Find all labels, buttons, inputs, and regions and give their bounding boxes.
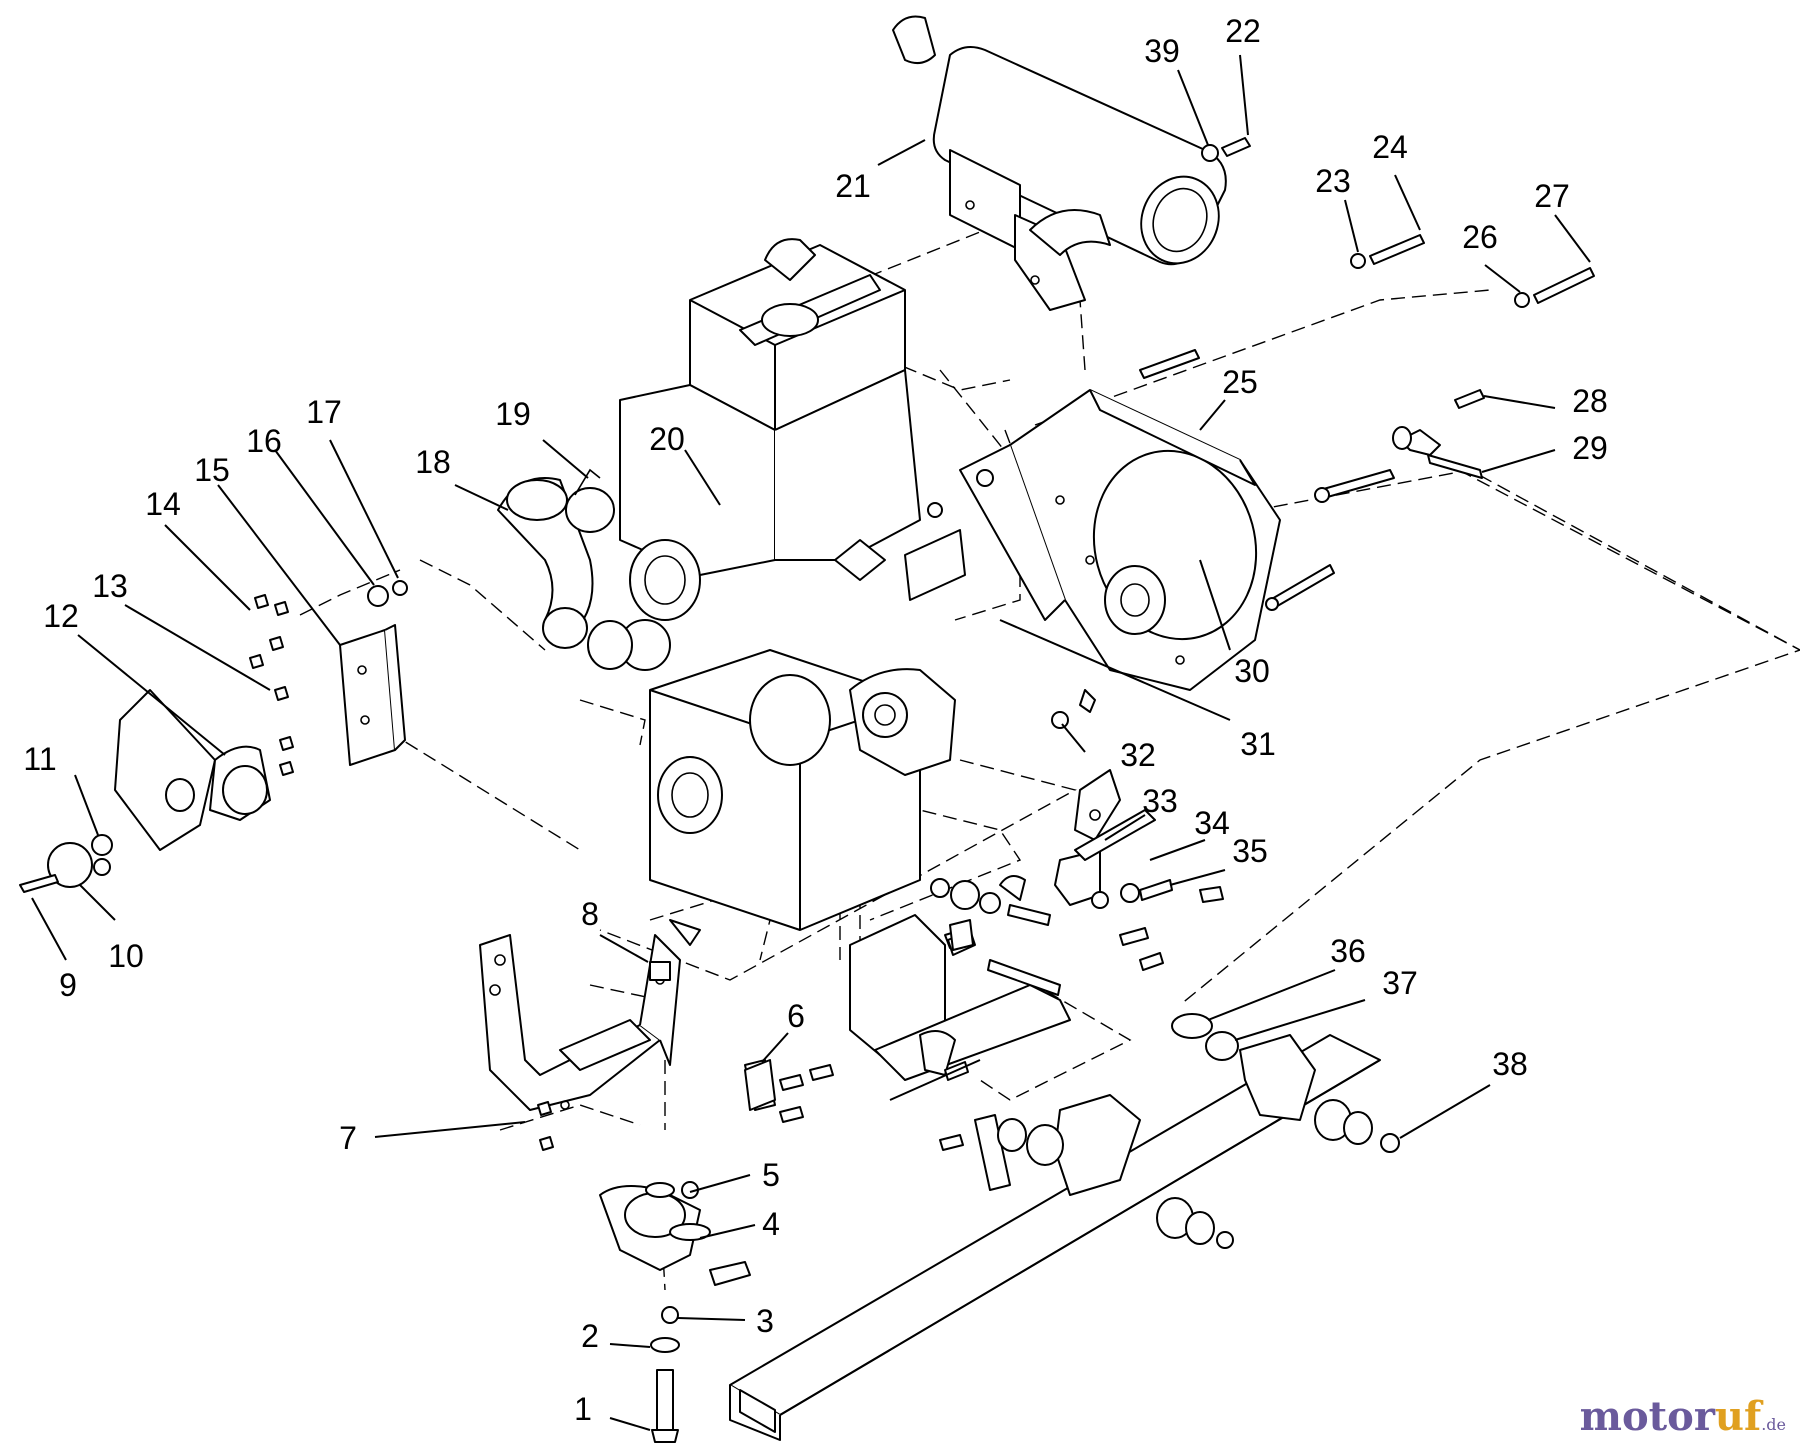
callout-10: 10 [108,938,144,974]
callout-16: 16 [246,423,282,459]
callout-9: 9 [59,967,77,1003]
callout-28: 28 [1572,383,1608,419]
callout-5: 5 [762,1157,780,1193]
watermark-logo: motoruf.de [1580,1393,1786,1440]
callout-18: 18 [415,444,451,480]
left-mount-hardware [19,580,408,893]
engine-block [619,238,966,946]
callout-36: 36 [1330,933,1366,969]
callout-3: 3 [756,1303,774,1339]
callout-17: 17 [306,394,342,430]
callout-26: 26 [1462,219,1498,255]
frame-rail [729,1013,1400,1441]
callout-38: 38 [1492,1046,1528,1082]
callout-30: 30 [1234,653,1270,689]
callout-8: 8 [581,896,599,932]
callout-19: 19 [495,396,531,432]
callout-31: 31 [1240,726,1276,762]
callout-2: 2 [581,1318,599,1354]
front-mount-bracket [479,934,776,1443]
air-hose-assembly [497,468,633,670]
callout-25: 25 [1222,364,1258,400]
callout-32: 32 [1120,737,1156,773]
callout-27: 27 [1534,178,1570,214]
callout-12: 12 [43,598,79,634]
right-side-hardware [927,137,1595,996]
callout-20: 20 [649,421,685,457]
watermark-part3: .de [1761,1415,1786,1434]
callout-6: 6 [787,998,805,1034]
callout-7: 7 [339,1120,357,1156]
flywheel-housing [959,389,1281,691]
callout-11: 11 [23,741,56,777]
callout-22: 22 [1225,13,1261,49]
callout-13: 13 [92,568,128,604]
callout-21: 21 [835,168,871,204]
leader-lines [31,54,1591,1431]
callout-14: 14 [145,486,181,522]
callout-1: 1 [574,1391,592,1427]
center-bracket-hardware [744,914,1071,1191]
callout-37: 37 [1382,965,1418,1001]
muffler-assembly [892,15,1227,311]
callout-15: 15 [194,452,230,488]
callout-29: 29 [1572,430,1608,466]
callout-35: 35 [1232,833,1268,869]
watermark-part2: uf [1714,1393,1762,1440]
callout-23: 23 [1315,163,1351,199]
callout-labels: 1 2 3 4 5 6 7 8 9 10 11 12 13 14 15 16 1… [23,13,1607,1427]
watermark-part1: motor [1579,1393,1715,1440]
callout-39: 39 [1144,33,1180,69]
callout-24: 24 [1372,129,1408,165]
callout-33: 33 [1142,783,1178,819]
callout-34: 34 [1194,805,1230,841]
callout-4: 4 [762,1206,780,1242]
